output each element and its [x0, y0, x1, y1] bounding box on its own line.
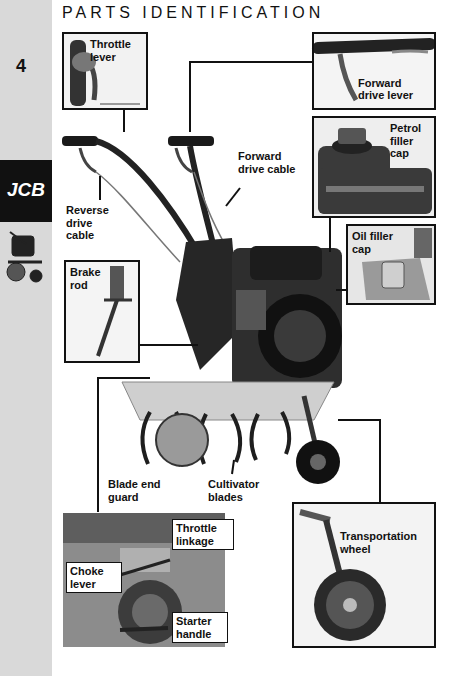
- inset-photo-box: Petrol filler cap: [312, 116, 436, 218]
- part-name: Throttle lever: [90, 38, 142, 63]
- page-number: 4: [16, 56, 26, 77]
- part-name: Blade end guard: [108, 478, 168, 503]
- page-title: PARTS IDENTIFICATION: [62, 4, 324, 22]
- transport-wheel-photo: [293, 503, 435, 647]
- part-name: Petrol filler cap: [390, 122, 430, 160]
- brand-logo: JCB: [7, 179, 45, 201]
- part-name: Forward drive lever: [358, 77, 428, 102]
- forward-lever-photo: [313, 33, 435, 109]
- part-name: Reverse drive cable: [66, 204, 116, 242]
- part-label-box: Starter handle: [172, 612, 228, 643]
- part-name: Starter handle: [176, 615, 224, 640]
- inset-photo-box: Throttle lever: [62, 32, 148, 110]
- inset-photo-box: Forward drive lever: [312, 32, 436, 110]
- leader-lines: [98, 62, 380, 512]
- logo-block: [0, 160, 52, 222]
- inset-photo-box: Brake rod: [64, 260, 140, 363]
- oil-cap-photo: [347, 225, 435, 304]
- inset-photo-box: Oil filler cap: [346, 224, 436, 305]
- petrol-tank-photo: [313, 117, 435, 217]
- main-tiller: [62, 136, 342, 484]
- part-label-box: Choke lever: [66, 562, 122, 593]
- part-name: Throttle linkage: [176, 522, 230, 547]
- tiller-thumbnail: [7, 232, 42, 282]
- inset-photo-box: Transportation wheel: [292, 502, 436, 648]
- part-name: Forward drive cable: [238, 150, 302, 175]
- side-strip: [0, 0, 52, 676]
- part-label-box: Throttle linkage: [172, 519, 234, 550]
- throttle-lever-photo: [63, 33, 147, 109]
- part-name: Choke lever: [70, 565, 118, 590]
- part-name: Oil filler cap: [352, 230, 414, 255]
- part-name: Brake rod: [70, 266, 110, 291]
- part-name: Transportation wheel: [340, 530, 430, 555]
- part-name: Cultivator blades: [208, 478, 270, 503]
- brake-rod-photo: [65, 261, 139, 362]
